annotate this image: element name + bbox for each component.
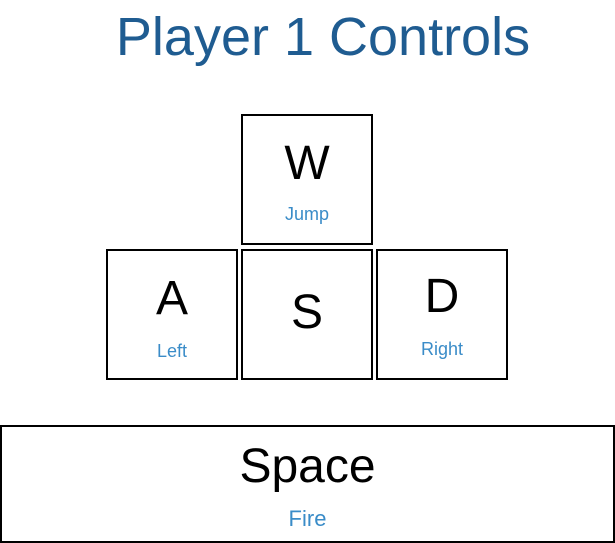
- key-space-letter: Space: [239, 440, 376, 493]
- key-s[interactable]: S: [241, 249, 373, 380]
- key-d[interactable]: D Right: [376, 249, 508, 380]
- key-d-letter: D: [424, 270, 460, 323]
- key-d-action-label: Right: [420, 339, 464, 359]
- key-space[interactable]: Space Fire: [0, 425, 615, 543]
- key-a-letter: A: [155, 272, 188, 325]
- key-a-action-label: Left: [156, 341, 188, 361]
- key-space-action-label: Fire: [288, 506, 327, 531]
- key-w-action-label: Jump: [284, 204, 329, 224]
- key-w[interactable]: W Jump: [241, 114, 373, 245]
- key-s-letter: S: [290, 286, 323, 339]
- key-a[interactable]: A Left: [106, 249, 238, 380]
- key-w-letter: W: [284, 137, 330, 190]
- page-title: Player 1 Controls: [115, 7, 531, 67]
